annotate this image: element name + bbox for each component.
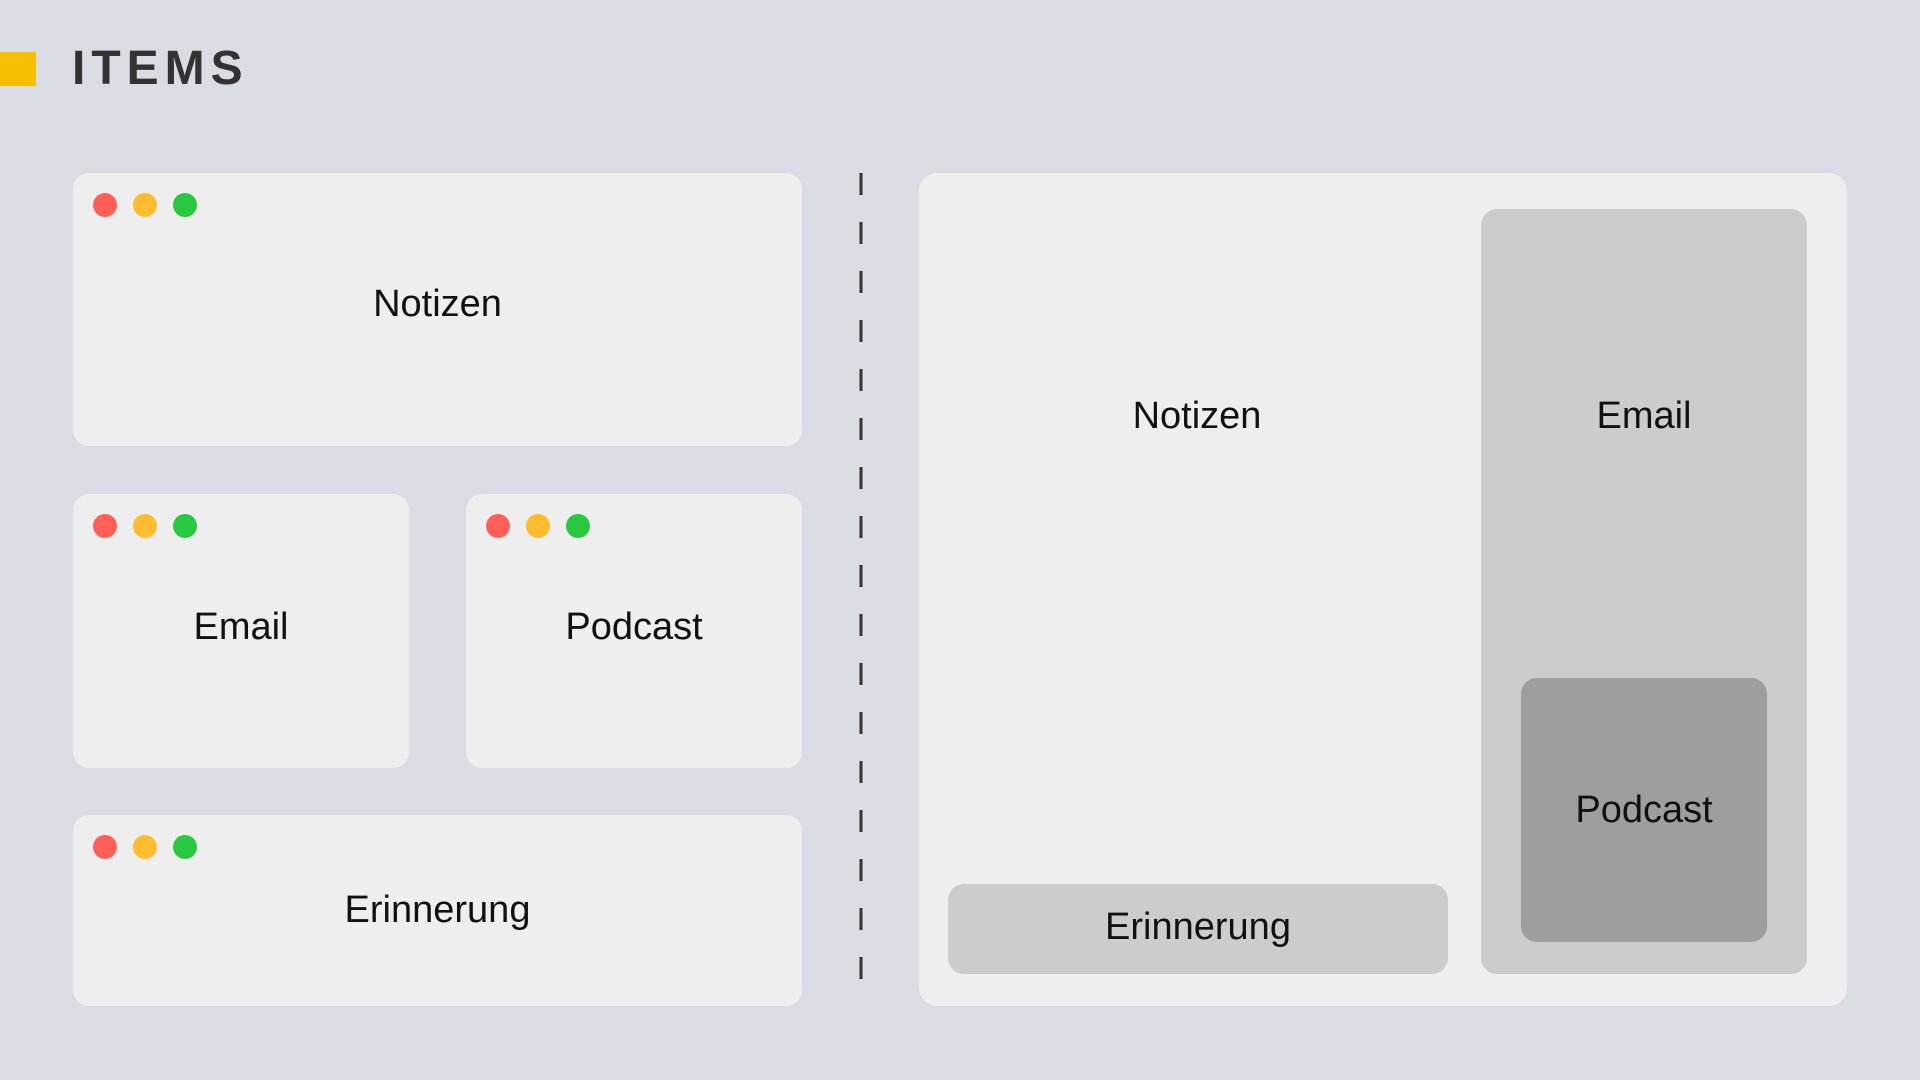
window-erinnerung[interactable]: Erinnerung	[73, 815, 802, 1006]
zoom-dot-icon[interactable]	[566, 514, 590, 538]
title-marker	[0, 52, 36, 86]
close-dot-icon[interactable]	[486, 514, 510, 538]
window-controls	[93, 835, 197, 859]
combined-window[interactable]: Notizen Erinnerung Email Podcast	[919, 173, 1847, 1006]
window-email-label: Email	[193, 606, 289, 648]
window-podcast[interactable]: Podcast	[466, 494, 802, 768]
combined-erinnerung-region[interactable]: Erinnerung	[948, 884, 1448, 974]
page-title: ITEMS	[72, 42, 249, 95]
minimize-dot-icon[interactable]	[526, 514, 550, 538]
close-dot-icon[interactable]	[93, 835, 117, 859]
window-notizen[interactable]: Notizen	[73, 173, 802, 446]
window-erinnerung-label: Erinnerung	[344, 889, 531, 931]
combined-podcast-region[interactable]: Podcast	[1521, 678, 1767, 942]
zoom-dot-icon[interactable]	[173, 835, 197, 859]
window-controls	[486, 514, 590, 538]
close-dot-icon[interactable]	[93, 193, 117, 217]
combined-email-label: Email	[1596, 395, 1692, 437]
window-email[interactable]: Email	[73, 494, 409, 768]
minimize-dot-icon[interactable]	[133, 835, 157, 859]
combined-notizen-label: Notizen	[1132, 395, 1262, 437]
combined-email-region[interactable]: Email Podcast	[1481, 209, 1807, 974]
zoom-dot-icon[interactable]	[173, 193, 197, 217]
window-podcast-label: Podcast	[565, 606, 703, 648]
window-controls	[93, 193, 197, 217]
close-dot-icon[interactable]	[93, 514, 117, 538]
combined-podcast-label: Podcast	[1575, 789, 1713, 831]
minimize-dot-icon[interactable]	[133, 514, 157, 538]
dashed-divider	[859, 173, 863, 1006]
minimize-dot-icon[interactable]	[133, 193, 157, 217]
zoom-dot-icon[interactable]	[173, 514, 197, 538]
window-controls	[93, 514, 197, 538]
combined-erinnerung-label: Erinnerung	[1105, 906, 1291, 948]
window-notizen-label: Notizen	[373, 283, 502, 325]
